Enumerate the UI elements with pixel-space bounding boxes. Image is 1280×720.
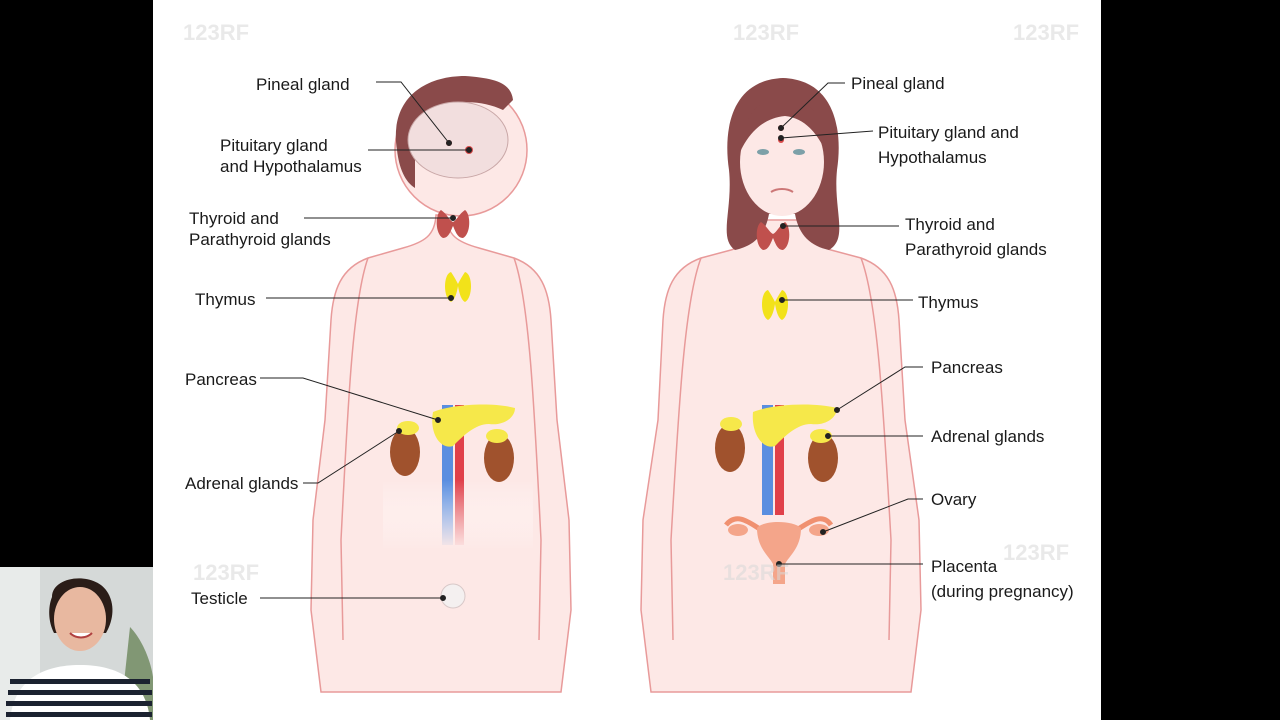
male-kidney-right [484,434,514,482]
male-kidney-left [390,428,420,476]
female-label-thymus: Thymus [918,293,979,312]
watermark-text: 123RF [193,560,259,585]
watermark-text: 123RF [1013,20,1079,45]
male-label-thyroid-line1: Thyroid and [189,209,279,228]
watermark-text: 123RF [183,20,249,45]
watermark-text: 123RF [733,20,799,45]
watermark-text: 123RF [1003,540,1069,565]
female-label-thyroid-line1: Thyroid and [905,215,995,234]
female-label-pituitary-line1: Pituitary gland and [878,123,1019,142]
endocrine-diagram: 123RF 123RF 123RF 123RF 123RF 123RF [183,20,1079,693]
female-ovary-right [809,524,829,536]
male-label-thymus: Thymus [195,290,256,309]
female-eye-right [793,149,805,155]
male-body [310,214,572,693]
female-pancreas [752,404,837,447]
female-label-pituitary-line2: Hypothalamus [878,148,987,167]
male-artery [455,405,464,545]
presenter-webcam [0,567,153,720]
female-artery [775,405,784,515]
watermark-text: 123RF [723,560,789,585]
female-arm-left [670,257,702,641]
female-thyroid [756,222,790,250]
female-kidney-right [808,434,838,482]
female-face [740,108,824,216]
male-label-testicle: Testicle [191,589,248,608]
male-fade-overlay [383,480,533,550]
female-label-pancreas: Pancreas [931,358,1003,377]
female-mouth [770,188,794,193]
male-label-pancreas: Pancreas [185,370,257,389]
female-uterus [757,522,801,584]
male-label-adrenal: Adrenal glands [185,474,299,493]
female-kidney-left [715,424,745,472]
female-ovary-left [728,524,748,536]
female-label-pineal: Pineal gland [851,74,945,93]
male-hair [395,76,513,188]
female-label-placenta-line1: Placenta [931,557,998,576]
male-arm-left [340,257,369,641]
male-vein [442,405,453,545]
female-arm-right [860,257,892,641]
diagram-slide: 123RF 123RF 123RF 123RF 123RF 123RF Pine… [153,0,1101,720]
male-adrenal-left [397,421,419,435]
female-adrenal-left [720,417,742,431]
male-thyroid [436,210,470,238]
female-figure [640,78,922,693]
male-label-pituitary-line2: and Hypothalamus [220,157,362,176]
male-arm-right [513,257,542,641]
male-adrenal-right [486,429,508,443]
male-brain [407,101,509,179]
female-label-placenta-line2: (during pregnancy) [931,582,1074,601]
male-label-thyroid-line2: Parathyroid glands [189,230,331,249]
male-label-pineal: Pineal gland [256,75,350,94]
leader-lines [260,81,923,601]
female-eye-left [757,149,769,155]
male-label-pituitary-line1: Pituitary gland [220,136,328,155]
male-thymus [445,272,471,302]
watermark-marks: 123RF 123RF 123RF 123RF 123RF 123RF [183,20,1079,585]
female-label-ovary: Ovary [931,490,977,509]
male-pancreas [432,404,515,447]
female-label-thyroid-line2: Parathyroid glands [905,240,1047,259]
presenter-avatar [0,567,153,720]
female-vein [762,405,773,515]
female-bangs [741,97,825,150]
female-adrenal-right [810,429,832,443]
female-label-adrenal: Adrenal glands [931,427,1045,446]
